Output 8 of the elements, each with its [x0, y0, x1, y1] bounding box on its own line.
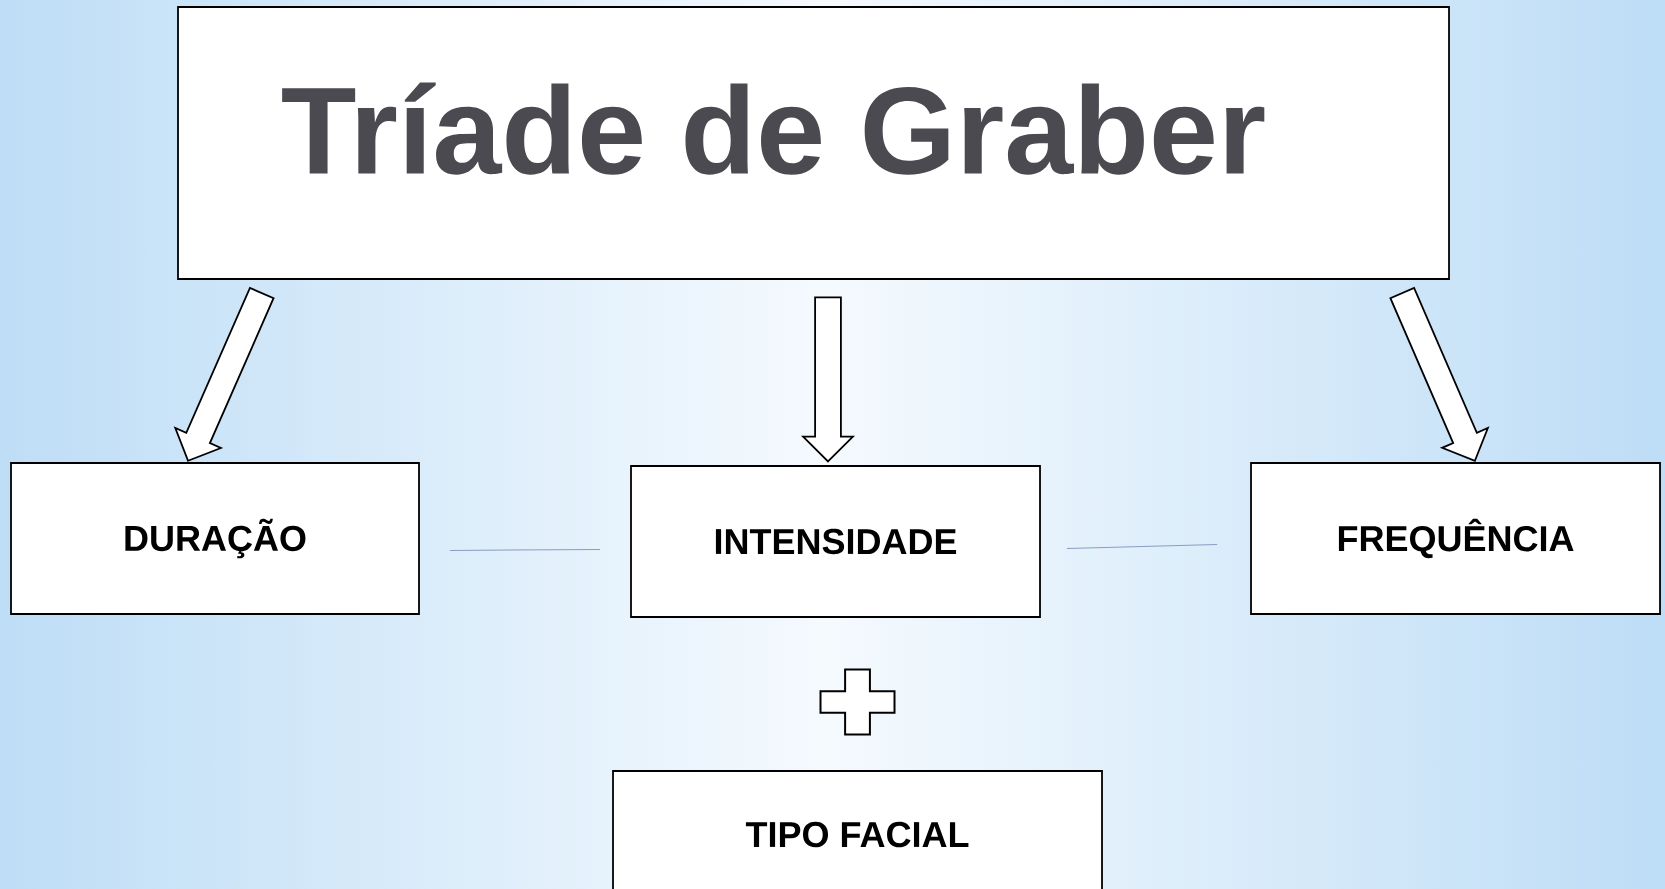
- connector-line: [1066, 544, 1218, 549]
- text-box: DURAÇÃO: [10, 462, 420, 615]
- title-box: Tríade de Graber: [177, 6, 1450, 280]
- block-arrow: [1389, 286, 1490, 462]
- text-box: FREQUÊNCIA: [1250, 462, 1661, 615]
- text-box: INTENSIDADE: [630, 465, 1041, 618]
- connector-line: [449, 549, 601, 551]
- text-box: TIPO FACIAL: [612, 770, 1103, 889]
